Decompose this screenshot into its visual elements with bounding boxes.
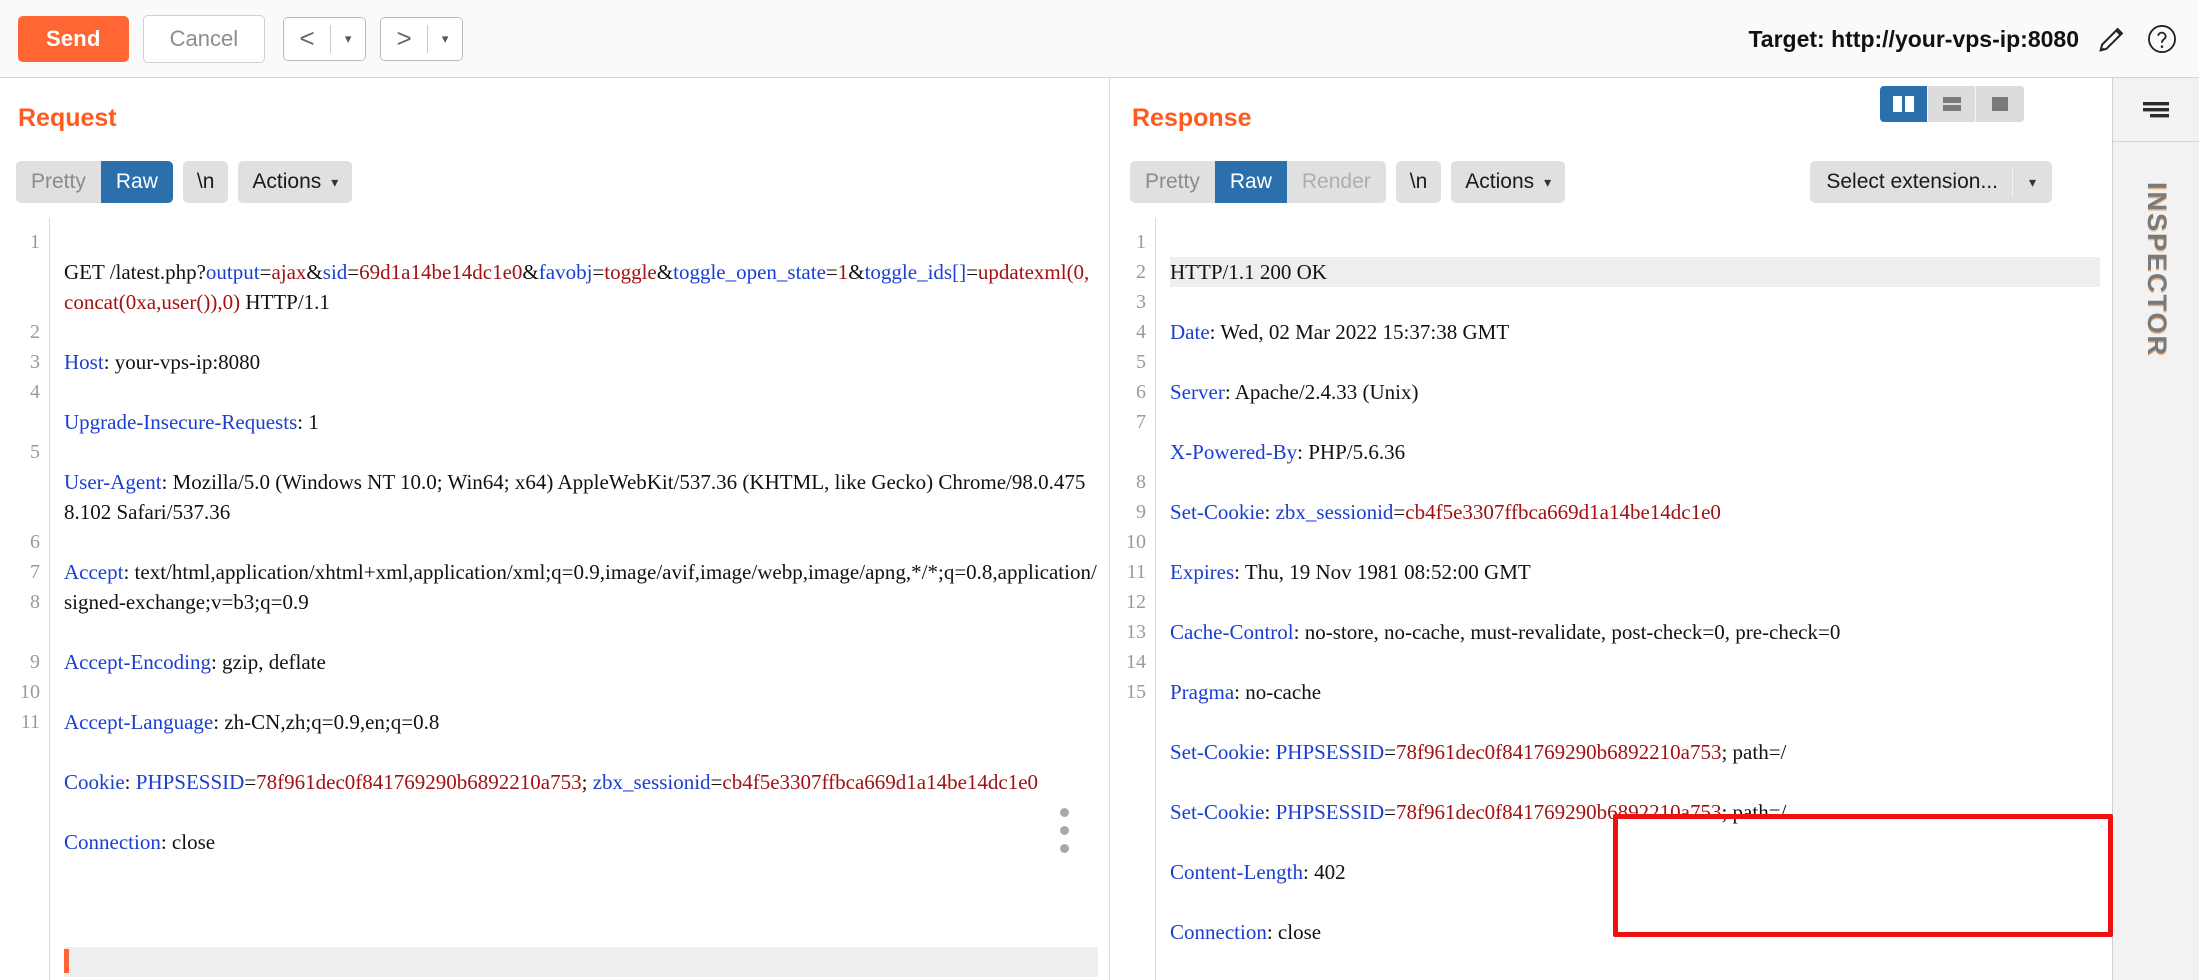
- select-extension-label: Select extension...: [1826, 170, 1998, 193]
- request-actions-button[interactable]: Actions ▾: [238, 161, 353, 203]
- request-line-3: Upgrade-Insecure-Requests: 1: [64, 410, 319, 434]
- request-newline-button[interactable]: \n: [182, 161, 229, 203]
- response-newline-button[interactable]: \n: [1395, 161, 1442, 203]
- inspector-lines-icon[interactable]: [2113, 78, 2199, 142]
- response-header-server: Server: Apache/2.4.33 (Unix): [1170, 380, 1419, 404]
- chevron-down-icon: ▾: [331, 173, 339, 190]
- request-line-11[interactable]: [64, 947, 1098, 977]
- response-toolbar: Pretty Raw Render \n Actions ▾: [1130, 161, 1566, 203]
- request-line-4: User-Agent: Mozilla/5.0 (Windows NT 10.0…: [64, 470, 1086, 524]
- pencil-icon[interactable]: [2095, 22, 2129, 56]
- request-pane: Request Pretty Raw \n Actions ▾ 1 2 3 4 …: [0, 78, 1110, 980]
- response-view-tabs: Pretty Raw Render: [1130, 161, 1386, 203]
- response-editor[interactable]: 1 2 3 4 5 6 7 8 9 10 11 12 13 14 15 HTTP…: [1110, 218, 2112, 980]
- prev-request-group[interactable]: < ▾: [283, 16, 367, 61]
- response-actions-button[interactable]: Actions ▾: [1451, 161, 1566, 203]
- target-label: Target: http://your-vps-ip:8080: [1748, 25, 2079, 52]
- next-request-button[interactable]: >: [381, 17, 428, 60]
- text-cursor: [64, 949, 69, 973]
- inspector-label[interactable]: INSPECTOR: [2142, 182, 2172, 358]
- response-header-set-cookie-zbx: Set-Cookie: zbx_sessionid=cb4f5e3307ffbc…: [1170, 500, 1721, 524]
- request-raw-text[interactable]: GET /latest.php?output=ajax&sid=69d1a14b…: [50, 218, 1110, 980]
- response-panel-title: Response: [1132, 104, 1252, 132]
- response-header-pragma: Pragma: no-cache: [1170, 680, 1322, 704]
- pane-resize-handle[interactable]: [1057, 800, 1071, 860]
- chevron-down-icon: ▾: [1544, 173, 1552, 190]
- response-header-date: Date: Wed, 02 Mar 2022 15:37:38 GMT: [1170, 320, 1510, 344]
- request-line-7: Accept-Language: zh-CN,zh;q=0.9,en;q=0.8: [64, 710, 440, 734]
- top-toolbar: Send Cancel < ▾ > ▾ Target: http://your-…: [0, 0, 2199, 78]
- tab-request-raw[interactable]: Raw: [100, 161, 173, 203]
- request-toolbar: Pretty Raw \n Actions ▾: [16, 161, 353, 203]
- chevron-down-icon: ▾: [2028, 173, 2036, 190]
- request-panel-title: Request: [18, 104, 117, 132]
- request-line-9: Connection: close: [64, 830, 216, 854]
- response-pane: Response Pretty: [1110, 78, 2112, 980]
- layout-view-toggle: [1880, 86, 2024, 122]
- next-request-dropdown-icon[interactable]: ▾: [428, 17, 463, 60]
- prev-request-button[interactable]: <: [284, 17, 331, 60]
- divider: [2011, 167, 2013, 197]
- tab-response-raw[interactable]: Raw: [1214, 161, 1287, 203]
- divider: [330, 24, 332, 53]
- request-line-1: GET /latest.php?output=ajax&sid=69d1a14b…: [64, 260, 1090, 314]
- request-view-tabs: Pretty Raw: [16, 161, 173, 203]
- prev-request-dropdown-icon[interactable]: ▾: [331, 17, 366, 60]
- select-extension-dropdown[interactable]: Select extension... ▾: [1810, 161, 2052, 203]
- send-button[interactable]: Send: [18, 15, 129, 62]
- tab-response-pretty[interactable]: Pretty: [1130, 161, 1215, 203]
- divider: [427, 24, 429, 53]
- response-header-content-length: Content-Length: 402: [1170, 860, 1346, 884]
- response-header-set-cookie-php-1: Set-Cookie: PHPSESSID=78f961dec0f8417692…: [1170, 740, 1787, 764]
- response-line-numbers: 1 2 3 4 5 6 7 8 9 10 11 12 13 14 15: [1110, 218, 1156, 980]
- cancel-button[interactable]: Cancel: [142, 14, 266, 63]
- stacked-view-icon[interactable]: [1928, 86, 1976, 122]
- request-line-2: Host: your-vps-ip:8080: [64, 350, 261, 374]
- single-view-icon[interactable]: [1976, 86, 2024, 122]
- request-line-6: Accept-Encoding: gzip, deflate: [64, 650, 326, 674]
- request-line-5: Accept: text/html,application/xhtml+xml,…: [64, 560, 1097, 614]
- next-request-group[interactable]: > ▾: [380, 16, 464, 61]
- response-status-line: HTTP/1.1 200 OK: [1170, 257, 2100, 287]
- target-area: Target: http://your-vps-ip:8080: [1748, 0, 2179, 78]
- response-header-connection: Connection: close: [1170, 920, 1322, 944]
- tab-response-render: Render: [1286, 161, 1386, 203]
- response-header-x-powered-by: X-Powered-By: PHP/5.6.36: [1170, 440, 1406, 464]
- response-header-cache-control: Cache-Control: no-store, no-cache, must-…: [1170, 620, 1841, 644]
- response-raw-text[interactable]: HTTP/1.1 200 OK Date: Wed, 02 Mar 2022 1…: [1156, 218, 2112, 980]
- response-header-expires: Expires: Thu, 19 Nov 1981 08:52:00 GMT: [1170, 560, 1531, 584]
- side-by-side-view-icon[interactable]: [1880, 86, 1928, 122]
- response-header-set-cookie-php-2: Set-Cookie: PHPSESSID=78f961dec0f8417692…: [1170, 800, 1787, 824]
- request-line-numbers: 1 2 3 4 5 6 7 8 9 10 11: [0, 218, 50, 980]
- pane-divider: [1109, 78, 1110, 980]
- response-actions-label: Actions: [1465, 170, 1535, 193]
- help-icon[interactable]: [2145, 22, 2179, 56]
- request-editor[interactable]: 1 2 3 4 5 6 7 8 9 10 11 GET /latest.php?…: [0, 218, 1110, 980]
- request-line-8: Cookie: PHPSESSID=78f961dec0f841769290b6…: [64, 770, 1039, 794]
- inspector-rail: INSPECTOR: [2112, 78, 2199, 980]
- request-actions-label: Actions: [252, 170, 322, 193]
- request-line-10: [64, 887, 1098, 917]
- tab-request-pretty[interactable]: Pretty: [16, 161, 101, 203]
